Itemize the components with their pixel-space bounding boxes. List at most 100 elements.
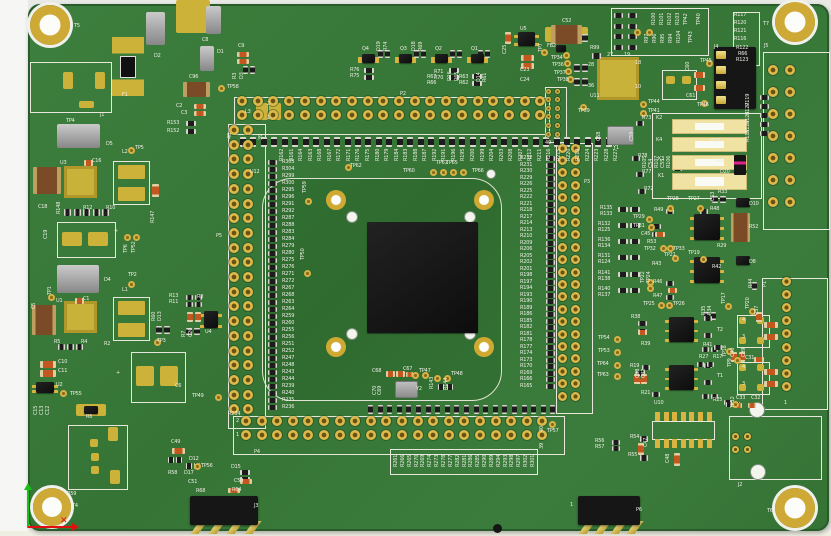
smd-resistor[interactable] xyxy=(421,50,426,58)
testpoint[interactable] xyxy=(548,420,556,428)
smd-resistor[interactable] xyxy=(546,266,555,272)
smd-resistor[interactable] xyxy=(618,207,628,212)
smd-resistor[interactable] xyxy=(502,405,508,414)
header-pin[interactable] xyxy=(272,416,283,426)
header-pin[interactable] xyxy=(319,430,329,440)
smd-resistor[interactable] xyxy=(582,34,588,42)
header-pin[interactable] xyxy=(229,272,239,282)
smd-resistor[interactable] xyxy=(546,273,555,278)
smd-resistor[interactable] xyxy=(186,463,192,469)
header-pin[interactable] xyxy=(571,180,580,190)
mounting-hole[interactable] xyxy=(775,2,815,42)
smd-resistor[interactable] xyxy=(396,405,402,414)
header-pin[interactable] xyxy=(229,257,239,268)
smd-resistor[interactable] xyxy=(417,137,424,147)
smd-resistor[interactable] xyxy=(268,349,277,354)
smd-resistor[interactable] xyxy=(546,214,555,220)
header-pin[interactable] xyxy=(781,342,791,352)
smd-resistor[interactable] xyxy=(614,23,623,29)
smd-resistor[interactable] xyxy=(501,137,508,147)
smd-resistor[interactable] xyxy=(642,365,650,370)
header-pin[interactable] xyxy=(488,110,499,120)
smd-resistor[interactable] xyxy=(618,288,628,293)
smd-resistor[interactable] xyxy=(250,66,255,74)
header-pin[interactable] xyxy=(237,96,247,106)
header-pin[interactable] xyxy=(229,139,239,150)
capacitor-body[interactable] xyxy=(731,213,750,242)
smd-resistor[interactable] xyxy=(553,137,560,147)
smd-resistor[interactable] xyxy=(632,156,640,161)
header-pin[interactable] xyxy=(243,154,253,165)
header-pin[interactable] xyxy=(243,404,253,415)
smd-resistor[interactable] xyxy=(454,405,460,414)
testpoint[interactable] xyxy=(613,372,621,380)
smd-resistor[interactable] xyxy=(260,137,267,147)
testpoint[interactable] xyxy=(304,197,312,205)
header-pin[interactable] xyxy=(472,96,483,106)
header-pin[interactable] xyxy=(557,317,567,327)
header-pin[interactable] xyxy=(412,416,423,426)
component-body-gray[interactable] xyxy=(57,265,99,293)
header-pin[interactable] xyxy=(571,205,580,215)
header-pin[interactable] xyxy=(272,430,283,440)
testpoint[interactable] xyxy=(47,293,55,301)
testpoint[interactable] xyxy=(731,400,739,408)
header-pin[interactable] xyxy=(243,213,253,224)
smd-resistor[interactable] xyxy=(540,405,546,414)
smd-resistor[interactable] xyxy=(268,335,277,340)
smd-resistor[interactable] xyxy=(546,305,555,311)
smd-capacitor[interactable] xyxy=(638,443,644,455)
header-pin[interactable] xyxy=(571,242,580,252)
testpoint[interactable] xyxy=(665,301,673,309)
testpoint[interactable] xyxy=(540,48,548,56)
smd-resistor[interactable] xyxy=(268,195,277,200)
testpoint[interactable] xyxy=(344,163,352,171)
header-pin[interactable] xyxy=(243,316,253,327)
smd-resistor[interactable] xyxy=(364,68,374,73)
smd-resistor[interactable] xyxy=(92,209,100,216)
testpoint[interactable] xyxy=(564,67,572,75)
ic-body[interactable] xyxy=(399,54,412,63)
smd-resistor[interactable] xyxy=(268,384,277,389)
header-pin[interactable] xyxy=(256,416,267,426)
header-pin[interactable] xyxy=(557,267,567,277)
header-pin[interactable] xyxy=(554,114,560,120)
smd-resistor[interactable] xyxy=(344,137,351,147)
smd-resistor[interactable] xyxy=(546,201,555,207)
smd-resistor[interactable] xyxy=(76,344,83,350)
smd-resistor[interactable] xyxy=(302,137,309,147)
header-pin[interactable] xyxy=(243,286,253,297)
electrolytic-footprint[interactable] xyxy=(57,222,116,258)
component-body-gray[interactable] xyxy=(206,6,221,34)
smd-resistor[interactable] xyxy=(102,209,110,216)
smd-resistor[interactable] xyxy=(666,281,674,286)
testpoint[interactable] xyxy=(429,168,437,176)
smd-resistor[interactable] xyxy=(83,209,91,216)
header-pin[interactable] xyxy=(571,379,580,389)
smd-resistor[interactable] xyxy=(73,209,81,216)
smd-resistor[interactable] xyxy=(268,244,277,249)
header-pin[interactable] xyxy=(571,317,580,327)
smd-resistor[interactable] xyxy=(618,272,628,277)
smd-resistor[interactable] xyxy=(472,80,482,86)
ic-body[interactable] xyxy=(669,317,694,342)
relay[interactable] xyxy=(672,137,747,152)
smd-resistor[interactable] xyxy=(416,405,421,414)
testpoint[interactable] xyxy=(659,244,667,252)
smd-resistor[interactable] xyxy=(546,318,555,324)
testpoint[interactable] xyxy=(705,59,713,67)
smd-resistor[interactable] xyxy=(368,405,373,414)
smd-resistor[interactable] xyxy=(760,95,769,100)
smd-resistor[interactable] xyxy=(702,394,709,399)
header-pin[interactable] xyxy=(331,96,342,106)
testpoint[interactable] xyxy=(645,28,653,36)
smd-resistor[interactable] xyxy=(640,455,648,461)
smd-resistor[interactable] xyxy=(186,295,193,300)
smd-resistor[interactable] xyxy=(268,237,277,242)
smd-resistor[interactable] xyxy=(449,68,459,73)
testpoint[interactable] xyxy=(646,284,654,292)
header-pin[interactable] xyxy=(557,168,567,178)
header-pin[interactable] xyxy=(397,430,407,440)
header-pin[interactable] xyxy=(378,96,389,106)
header-pin[interactable] xyxy=(229,198,239,209)
